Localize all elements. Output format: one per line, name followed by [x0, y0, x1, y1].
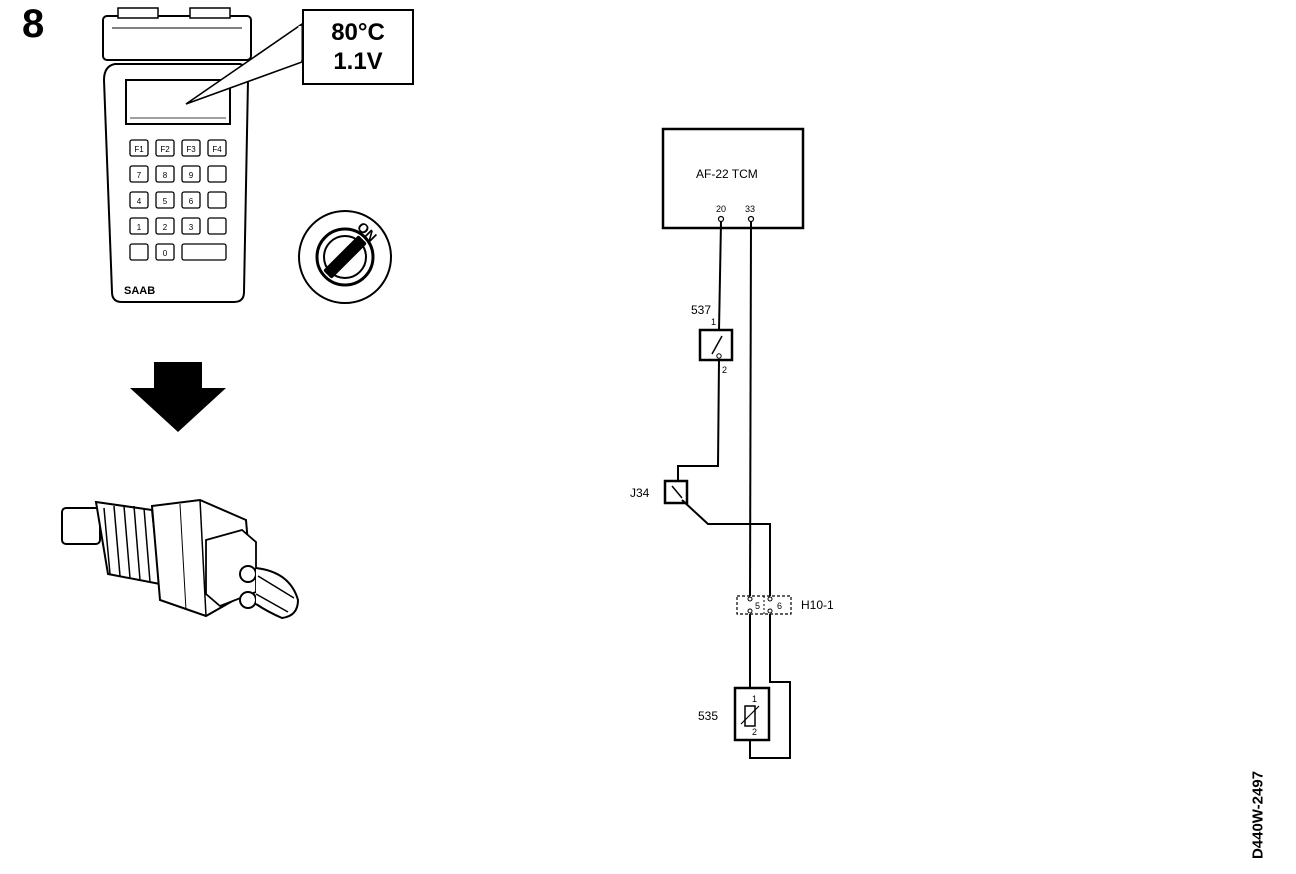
ignition-key-icon [323, 235, 367, 279]
down-arrow-icon [130, 362, 226, 432]
keypad-key: F1 [129, 139, 149, 157]
keypad-key [207, 191, 227, 209]
ignition-switch: ON [298, 210, 392, 304]
wire-switch-junction [677, 359, 720, 482]
switch-pin-1: 1 [711, 317, 716, 327]
junction-box [663, 479, 689, 505]
readout-voltage: 1.1V [333, 48, 383, 75]
connector-pin-6: 6 [777, 601, 782, 611]
keypad-key-label: 9 [189, 171, 194, 180]
keypad-key-label: 5 [163, 197, 168, 206]
keypad-key: F4 [207, 139, 227, 157]
wire-tcm33-connector [749, 221, 752, 597]
sensor-pin-1: 1 [752, 694, 757, 704]
scan-tool-brand: SAAB [124, 285, 155, 297]
keypad-key [207, 165, 227, 183]
scan-tool: SAAB F1 F2 F3 F4 7 8 9 4 5 6 1 2 3 0 [102, 63, 250, 303]
keypad-key: 0 [155, 243, 175, 261]
connector-pin-5: 5 [755, 601, 760, 611]
scan-tool-cartridge [102, 7, 252, 61]
keypad-key: F3 [181, 139, 201, 157]
keypad-key-label: F2 [160, 145, 170, 154]
sensor-pin-2: 2 [752, 727, 757, 737]
readout-box: 80°C 1.1V [302, 9, 414, 85]
keypad-key-label: 6 [189, 197, 194, 206]
scan-tool-keypad: F1 F2 F3 F4 7 8 9 4 5 6 1 2 3 0 [129, 139, 227, 261]
keypad-key-label: 2 [163, 223, 168, 232]
tcm-pin-33: 33 [745, 204, 755, 214]
tcm-label: AF-22 TCM [696, 167, 758, 181]
switch-pin-2: 2 [722, 365, 727, 375]
keypad-key-label: 4 [137, 197, 142, 206]
readout-temperature: 80°C [331, 19, 385, 46]
switch-box [698, 328, 734, 362]
temperature-sensor-icon [61, 498, 300, 620]
keypad-key-label: 1 [137, 223, 142, 232]
switch-label: 537 [691, 303, 711, 317]
keypad-key-label: F4 [212, 145, 222, 154]
keypad-key: 6 [181, 191, 201, 209]
junction-label: J34 [630, 486, 650, 500]
keypad-key: 3 [181, 217, 201, 235]
document-id-text: D440W-2497 [1249, 770, 1267, 860]
wire-junction-connector [681, 499, 771, 596]
wire-connector6-sensor [749, 614, 791, 759]
connector-label: H10-1 [801, 598, 834, 612]
tcm-pin-20: 20 [716, 204, 726, 214]
keypad-key-label: 8 [163, 171, 168, 180]
keypad-key: 5 [155, 191, 175, 209]
keypad-key: 7 [129, 165, 149, 183]
keypad-key [129, 243, 149, 261]
step-number: 8 [22, 2, 45, 46]
wiring-schematic: AF-22 TCM 20 33 537 1 2 J34 5 6 H10-1 53… [630, 127, 834, 759]
thermistor-icon [744, 705, 756, 727]
wire-tcm20-switch [718, 221, 722, 331]
keypad-key-label: 0 [163, 249, 168, 258]
keypad-key-label: F3 [186, 145, 196, 154]
illustration-panel: SAAB F1 F2 F3 F4 7 8 9 4 5 6 1 2 3 0 ON [61, 7, 392, 620]
keypad-key-label: 3 [189, 223, 194, 232]
keypad-key: 8 [155, 165, 175, 183]
keypad-key [207, 217, 227, 235]
keypad-key: 4 [129, 191, 149, 209]
document-id: D440W-2497 [1238, 771, 1278, 859]
keypad-key-label: F1 [134, 145, 144, 154]
keypad-key: 1 [129, 217, 149, 235]
keypad-key [181, 243, 227, 261]
sensor-label: 535 [698, 709, 718, 723]
keypad-key: F2 [155, 139, 175, 157]
keypad-key: 9 [181, 165, 201, 183]
keypad-key-label: 7 [137, 171, 142, 180]
keypad-key: 2 [155, 217, 175, 235]
tcm-box [661, 127, 805, 230]
